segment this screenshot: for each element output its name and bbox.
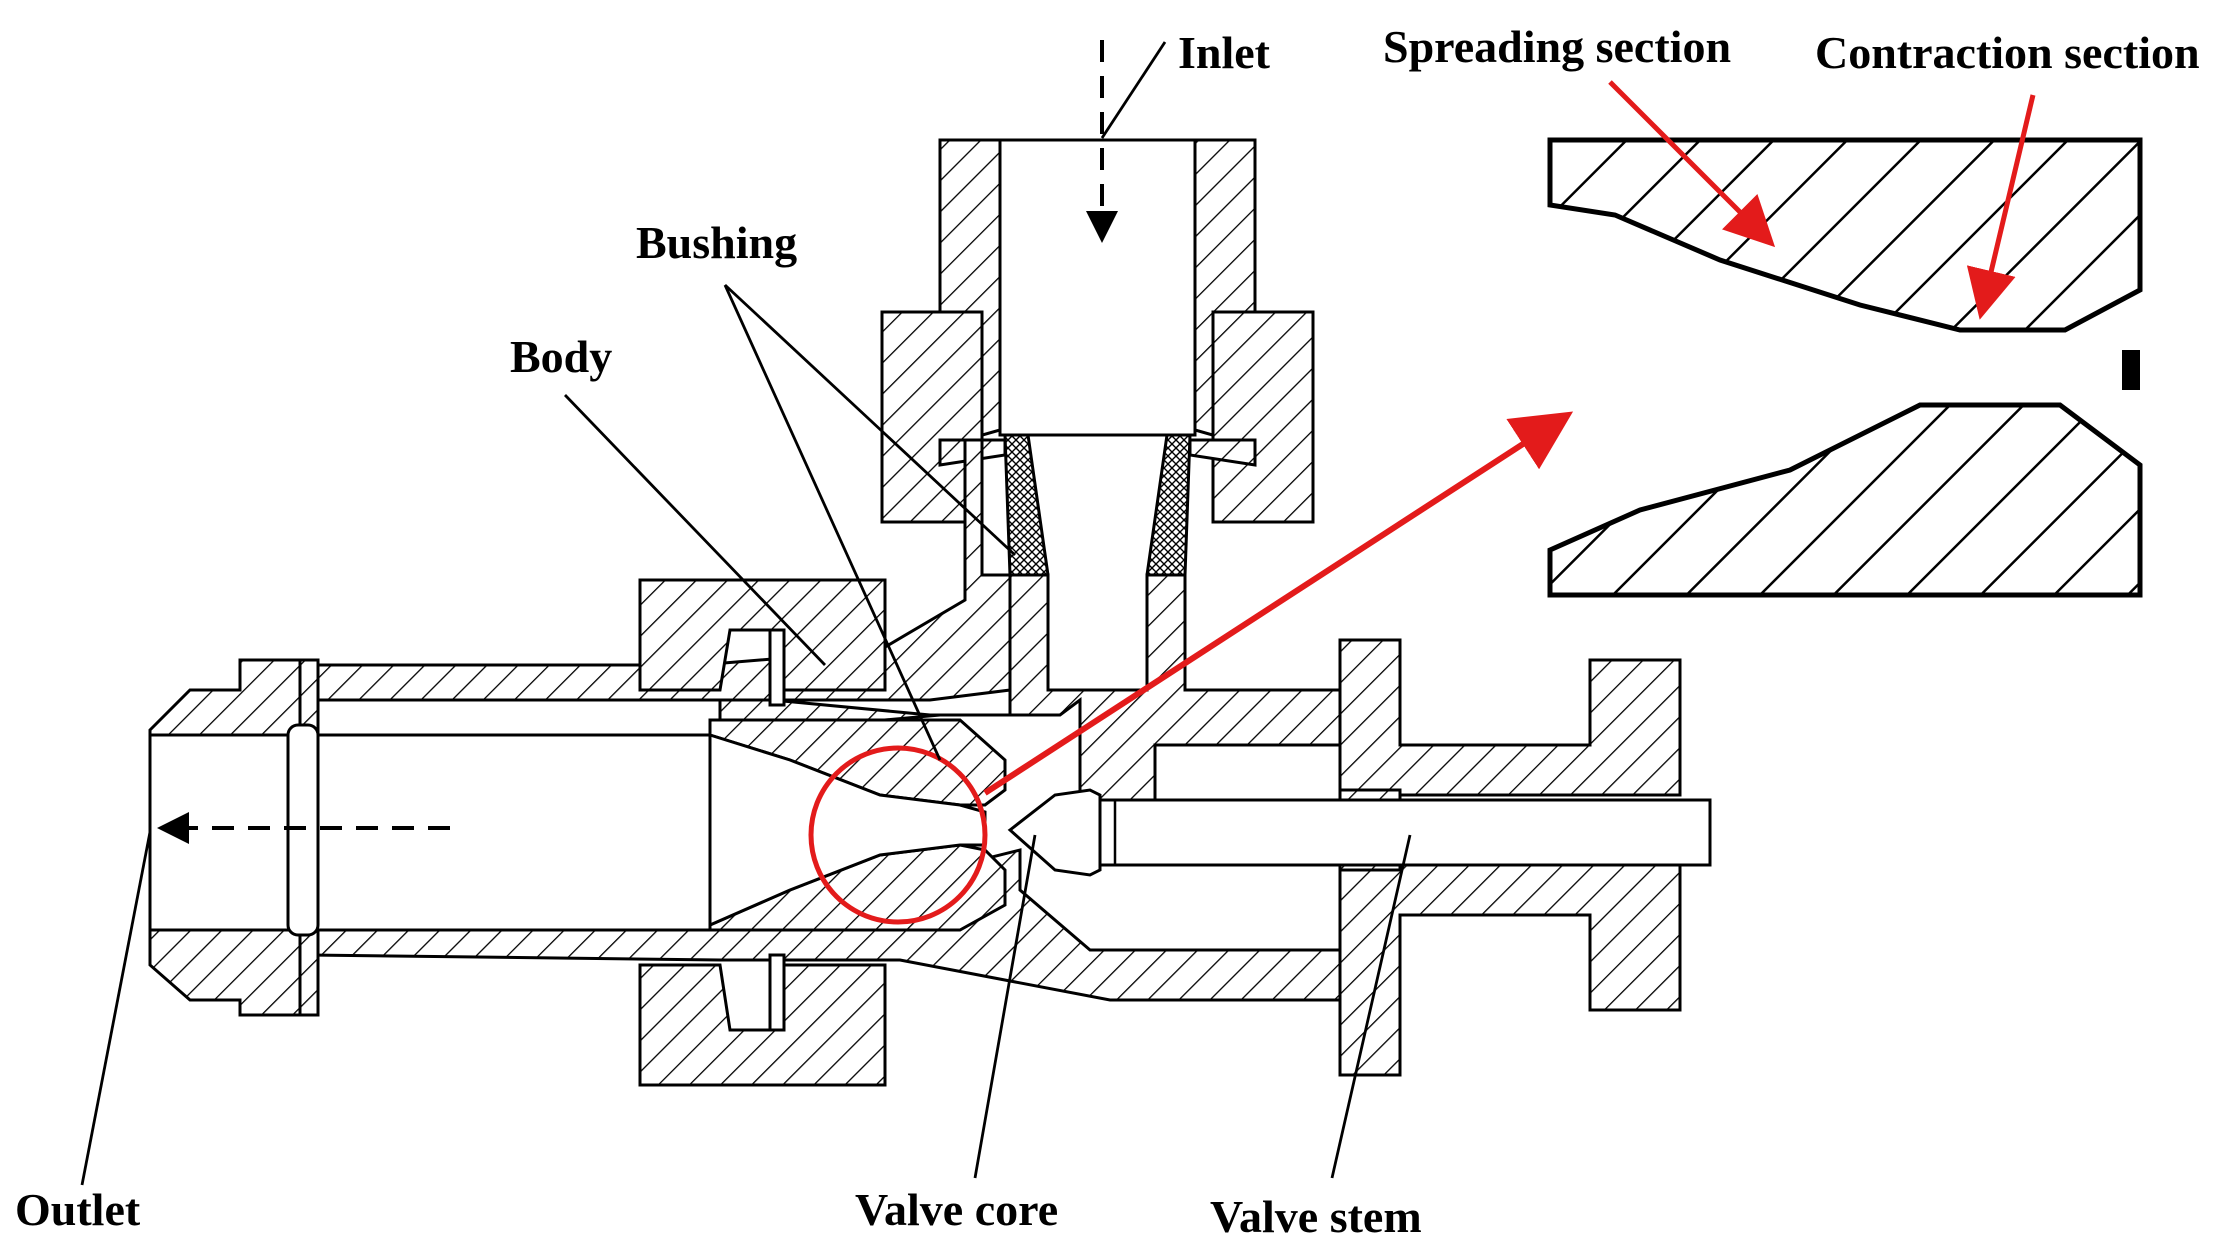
housing-bottom [1338,858,1682,1077]
body-leader [563,394,827,666]
contraction-leader [1966,94,2036,320]
spreading-leader [1608,80,1776,248]
inlet-bore [998,138,1197,437]
coupling-slot-bottom [768,953,786,1032]
outlet-ring-bottom [298,928,320,1017]
coupling-nut-bottom [638,963,887,1087]
bushing-leader-2 [723,284,942,761]
label-inlet: Inlet [1178,27,1271,78]
bushing-ring [938,438,1257,467]
label-spreading-section: Spreading section [1383,21,1731,72]
outlet-leader [80,831,152,1186]
detail-inset [1547,137,2143,598]
outlet-nut-top [148,658,302,737]
label-body: Body [510,331,612,382]
inset-lower-wall [1547,402,2143,598]
valve-core-leader [973,834,1037,1179]
inlet-leader [1100,41,1167,139]
valve-core [1007,788,1102,877]
inset-upper-wall [1547,137,2143,333]
inset-tip [2122,350,2140,390]
outlet-nut [148,658,320,1017]
inset-leaders [1608,80,2036,320]
zoom-pointer-arrow [983,411,1574,796]
label-outlet: Outlet [15,1184,141,1235]
outlet-bore [148,733,712,932]
label-valve-stem: Valve stem [1210,1191,1422,1242]
housing-top [1338,638,1682,797]
coupling-slot-top [768,628,786,707]
label-valve-core: Valve core [855,1184,1058,1235]
valve-stem-leader [1330,834,1412,1179]
throat-highlight-circle [808,745,988,925]
inlet-nut-right [1211,310,1315,524]
label-contraction-section: Contraction section [1815,27,2200,78]
label-bushing: Bushing [636,217,797,268]
bushing-leader-1 [724,283,1016,557]
leader-lines [80,41,1412,1186]
outlet-nut-bottom [148,928,302,1017]
